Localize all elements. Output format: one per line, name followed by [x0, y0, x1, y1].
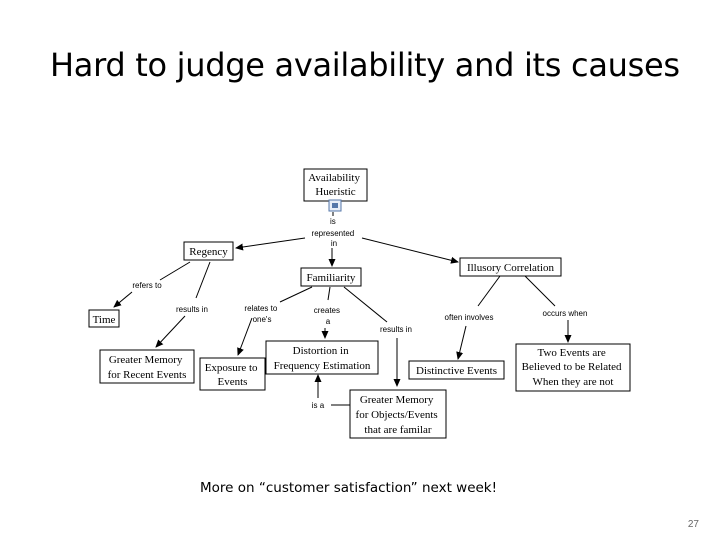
svg-text:Time: Time	[93, 314, 116, 326]
edge-familiarity-to-results2	[343, 286, 388, 323]
edge-represented-to-illusory	[361, 237, 459, 264]
svg-text:Regency: Regency	[189, 246, 228, 258]
edge-regency-to-refers	[159, 261, 191, 281]
link-label-is-represented: is represented in	[312, 217, 357, 248]
link-label-creates: creates a	[314, 306, 342, 326]
link-label-results-in-familiarity: results in	[380, 325, 412, 334]
footer-note: More on “customer satisfaction” next wee…	[200, 480, 498, 496]
edge-results1-to-greater-recent	[155, 315, 186, 348]
node-greater-memory-objects: Greater Memory for Objects/Events that a…	[349, 389, 447, 439]
node-familiarity: Familiarity	[300, 267, 362, 287]
link-label-occurs-when: occurs when	[543, 309, 588, 318]
edge-familiarity-to-creates	[327, 286, 331, 301]
svg-text:Familiarity: Familiarity	[307, 272, 356, 284]
svg-text:Exposure to Events: Exposure to Events	[205, 362, 261, 388]
link-label-results-in-regency: results in	[176, 305, 208, 314]
page-number: 27	[687, 519, 699, 530]
edge-illusory-to-often	[477, 275, 501, 307]
node-illusory-correlation: Illusory Correlation	[459, 257, 562, 277]
link-labels: is represented in refers to results in r…	[132, 217, 587, 410]
svg-text:Greater Memory for Recen: Greater Memory for Recent Events	[108, 354, 187, 381]
edge-represented-to-regency	[235, 237, 306, 251]
svg-text:Availability Hueristic: Availability Hueristic	[308, 172, 362, 198]
edge-refers-to-time	[113, 291, 133, 308]
edge-often-to-distinctive	[456, 325, 467, 360]
node-distortion-frequency: Distortion in Frequency Estimation	[265, 340, 379, 375]
node-availability-heuristic: Availability Hueristic	[303, 168, 368, 212]
svg-text:Two Events are Believed: Two Events are Believed to be Related Wh…	[522, 347, 625, 388]
edge-illusory-to-occurs	[524, 275, 556, 307]
svg-text:Greater Memory for Objec: Greater Memory for Objects/Events that a…	[356, 394, 441, 436]
edge-regency-to-results1	[195, 261, 211, 299]
node-exposure-to-events: Exposure to Events	[199, 357, 266, 391]
node-time: Time	[88, 309, 120, 328]
edge-relates-to-exposure	[237, 317, 253, 356]
slide-title: Hard to judge availability and its cause…	[50, 46, 680, 84]
node-distinctive-events: Distinctive Events	[408, 360, 505, 380]
link-label-relates-to: relates to one's	[244, 304, 279, 324]
link-label-is-a: is a	[312, 401, 325, 410]
svg-text:Distortion in Frequency: Distortion in Frequency Estimation	[274, 345, 371, 372]
node-two-events-related: Two Events are Believed to be Related Wh…	[515, 343, 631, 392]
link-label-often-involves: often involves	[445, 313, 494, 322]
svg-text:Distinctive Events: Distinctive Events	[416, 365, 497, 377]
node-regency: Regency	[183, 241, 234, 261]
node-greater-memory-recent: Greater Memory for Recent Events	[99, 349, 195, 384]
edges	[113, 212, 572, 406]
svg-text:Illusory Correlation: Illusory Correlation	[467, 262, 555, 274]
edge-familiarity-to-relates	[279, 286, 313, 303]
link-label-refers-to: refers to	[132, 281, 162, 290]
